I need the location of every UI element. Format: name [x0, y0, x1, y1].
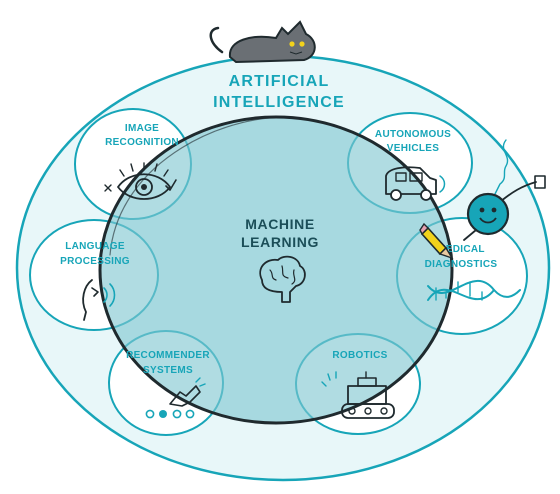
- label-language-2: PROCESSING: [60, 256, 130, 267]
- label-language-1: LANGUAGE: [65, 241, 125, 252]
- speaking-head-icon: [82, 279, 116, 321]
- label-medical-1: MEDICAL: [437, 244, 485, 255]
- label-medical-2: DIAGNOSTICS: [425, 259, 498, 270]
- pencil-icon: [419, 222, 454, 260]
- inner-title-line1: MACHINE: [245, 216, 315, 232]
- robot-mascot-icon: [463, 139, 546, 241]
- brain-icon: [259, 255, 306, 303]
- car-icon: [385, 166, 446, 201]
- machine-learning-ellipse: [98, 115, 454, 425]
- label-image-1: IMAGE: [125, 123, 159, 134]
- label-recommender-1: RECOMMENDER: [126, 350, 210, 361]
- label-image-2: RECOGNITION: [105, 137, 179, 148]
- outer-title-line2: INTELLIGENCE: [213, 94, 345, 111]
- eye-icon: [104, 162, 177, 200]
- label-autonomous-1: AUTONOMOUS: [375, 129, 451, 140]
- outer-title-line1: ARTIFICIAL: [229, 73, 330, 90]
- dna-icon: [427, 280, 521, 301]
- label-robotics: ROBOTICS: [332, 350, 387, 361]
- label-recommender-2: SYSTEMS: [143, 365, 193, 376]
- inner-title-line2: LEARNING: [241, 234, 319, 250]
- label-autonomous-2: VEHICLES: [387, 143, 439, 154]
- tank-robot-icon: [321, 371, 395, 419]
- pointing-hand-icon: [145, 377, 206, 419]
- cat-icon: [209, 20, 316, 64]
